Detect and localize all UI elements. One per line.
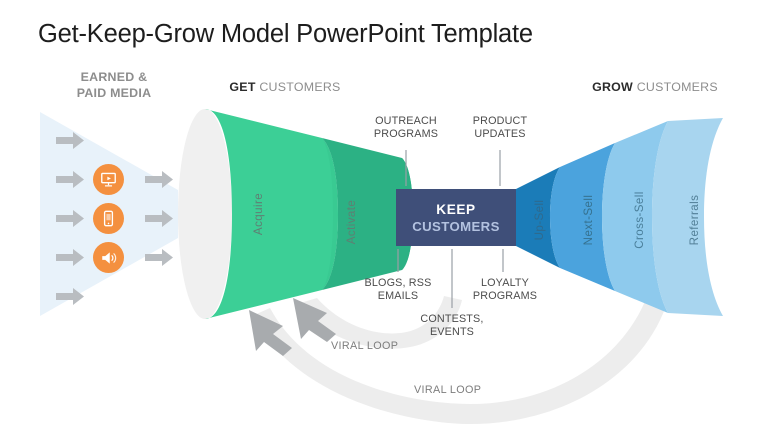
grow-segment-up-sell-label: Up-Sell [533,200,546,241]
funnel-mouth [178,109,232,319]
get-segment-acquire [205,109,338,319]
smartphone-glyph [103,210,114,227]
media-outbound-arrow-1 [145,171,173,188]
media-inbound-arrow-1 [56,132,84,149]
grow-segment-next-sell [550,143,615,291]
get-segment-activate [322,138,413,290]
media-outbound-arrow-2 [145,210,173,227]
keep-customers-box: KEEP CUSTOMERS [396,189,516,246]
megaphone-icon[interactable] [93,242,124,273]
viral-loop-outer-arrowhead [249,310,292,356]
header-earned-line1: EARNED & [80,70,148,84]
mobile-ad-icon[interactable] [93,203,124,234]
media-inbound-arrows [56,132,84,305]
callout-contests-events-line2: EVENTS [429,326,475,339]
grow-segment-cross-sell [602,121,668,313]
header-earned-paid-media: EARNED & PAID MEDIA [40,70,188,101]
speaker-glyph [101,251,116,264]
viral-loop-label-outer: VIRAL LOOP [414,384,482,396]
header-get-customers: GET CUSTOMERS [170,80,400,96]
media-inbound-arrow-4 [56,249,84,266]
callout-loyalty-programs: LOYALTY PROGRAMS [458,277,552,304]
callout-contests-events-line1: CONTESTS, [420,313,484,325]
header-get-rest: CUSTOMERS [259,80,341,94]
callout-blogs-rss-emails: BLOGS, RSS EMAILS [348,277,448,304]
header-get-strong: GET [229,80,256,94]
page-title: Get-Keep-Grow Model PowerPoint Template [38,20,533,48]
grow-segment-next-sell-label: Next-Sell [582,195,595,246]
callout-outreach-programs: OUTREACH PROGRAMS [356,115,456,142]
callout-loyalty-programs-line2: PROGRAMS [472,290,538,303]
get-segment-acquire-edge [322,138,338,290]
monitor-play-glyph [101,172,116,187]
callout-product-updates: PRODUCT UPDATES [455,115,545,142]
viral-loop-outer-band [252,299,666,424]
keep-customers-line1: KEEP [436,201,476,217]
viral-loop-inner-band [297,296,462,349]
callout-outreach-programs-line2: PROGRAMS [373,128,439,141]
media-inbound-arrow-2 [56,171,84,188]
header-earned-line2: PAID MEDIA [76,85,152,100]
callout-product-updates-line2: UPDATES [474,128,526,141]
viral-loop-label-inner: VIRAL LOOP [331,340,399,352]
header-grow-strong: GROW [592,80,633,94]
keep-customers-line2: CUSTOMERS [412,218,500,234]
media-outbound-arrow-3 [145,249,173,266]
callout-loyalty-programs-line1: LOYALTY [480,277,530,289]
grow-segment-cross-sell-label: Cross-Sell [633,191,646,248]
header-grow-customers: GROW CUSTOMERS [540,80,768,96]
media-inbound-arrow-5 [56,288,84,305]
grow-segment-referrals-label: Referrals [688,195,701,246]
media-inbound-arrow-3 [56,210,84,227]
callout-blogs-rss-emails-line1: BLOGS, RSS [364,277,432,289]
callout-blogs-rss-emails-line2: EMAILS [377,290,419,303]
header-grow-rest: CUSTOMERS [636,80,718,94]
callout-outreach-programs-line1: OUTREACH [375,115,437,127]
grow-segment-referrals [652,118,723,316]
callout-contests-events: CONTESTS, EVENTS [404,313,500,340]
get-segment-activate-label: Activate [345,200,358,244]
callout-product-updates-line1: PRODUCT [472,115,528,127]
grow-segment-up-sell [516,167,560,268]
media-outbound-arrows [145,171,173,266]
display-ad-icon[interactable] [93,164,124,195]
get-segment-acquire-label: Acquire [252,193,265,235]
viral-loop-inner-arrowhead [293,298,336,342]
